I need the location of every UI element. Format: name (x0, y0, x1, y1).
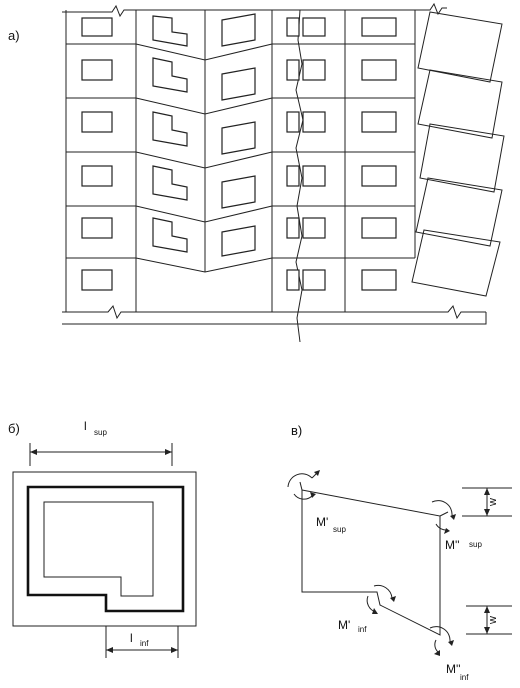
m1-inf-subscript: inf (358, 625, 367, 634)
panel-b: б) l sup l inf (8, 419, 197, 658)
opening-outline (43, 501, 154, 597)
deformed-frame (301, 489, 441, 636)
panel-a: а) (8, 2, 505, 343)
m2-sup-subscript: sup (469, 540, 482, 549)
m1-inf-label: M' (338, 618, 350, 632)
m1-sup-subscript: sup (333, 525, 346, 534)
dimension-l-sup: l sup (29, 419, 173, 466)
l-inf-text: l (130, 631, 133, 645)
panel-b-label: б) (8, 421, 20, 436)
moment-symbol-2-sup (431, 500, 456, 534)
panel-outline (12, 471, 197, 627)
l-inf-subscript: inf (140, 639, 149, 648)
dimension-w-lower: w (466, 605, 512, 635)
w-upper-text: w (487, 498, 499, 507)
moment-symbol-2-inf (429, 626, 454, 656)
dimension-w-upper: w (462, 487, 512, 517)
moment-symbol-1-sup (287, 470, 320, 500)
m2-sup-label: M'' (445, 538, 460, 552)
m2-inf-subscript: inf (460, 673, 469, 682)
w-lower-text: w (487, 616, 499, 625)
panel-v: в) M (287, 423, 512, 682)
reinforcement-frame (26, 485, 185, 613)
m1-sup-label: M' (316, 515, 328, 529)
dimension-l-inf: l inf (105, 626, 179, 658)
m2-inf-label: M'' (446, 662, 461, 676)
l-sup-subscript: sup (94, 428, 107, 437)
panel-a-label: а) (8, 28, 20, 43)
building-facade (62, 2, 505, 343)
panel-v-label: в) (291, 423, 302, 438)
moment-symbol-1-inf (366, 584, 396, 614)
l-sup-text: l (84, 419, 87, 433)
